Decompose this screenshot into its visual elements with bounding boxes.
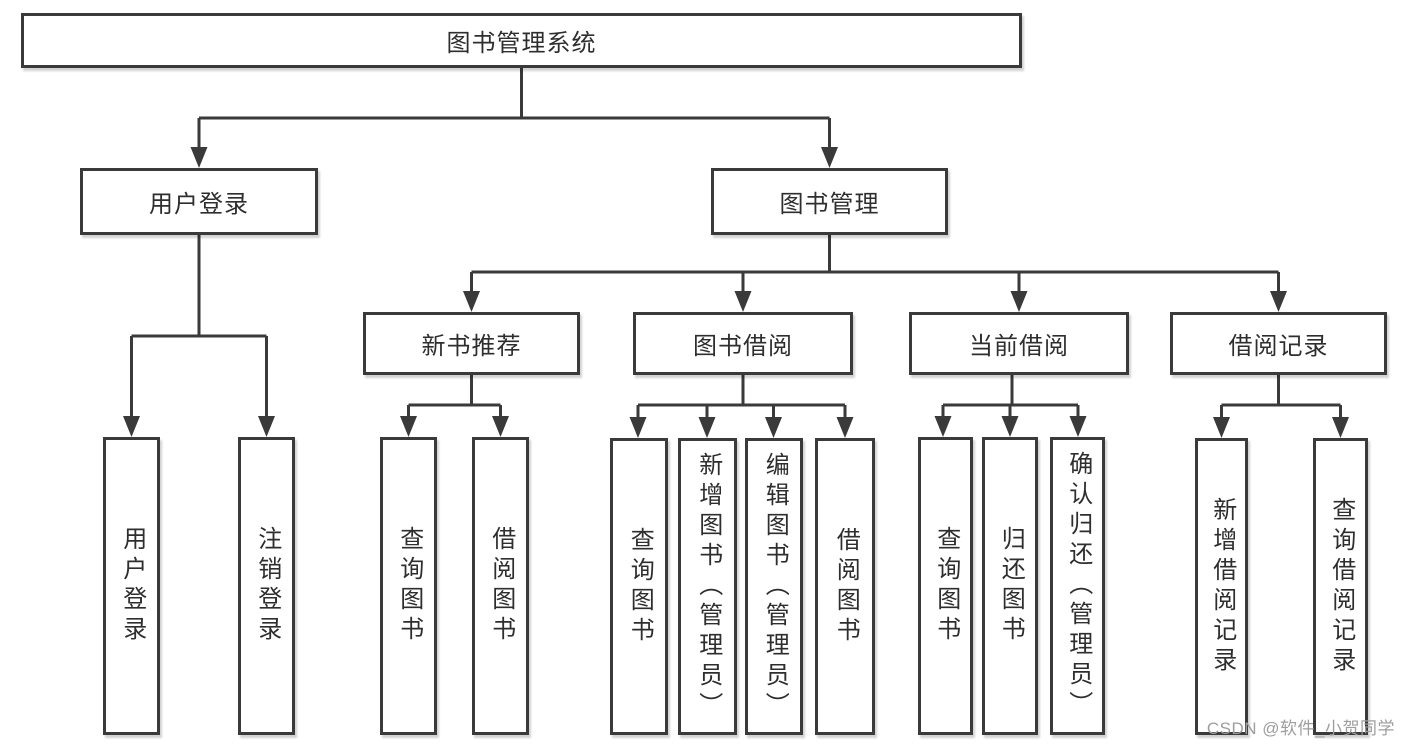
node-current-borrow-label: 当前借阅	[969, 333, 1069, 360]
node-borrow-edit-books-admin: 编辑图书（管理员）	[745, 438, 803, 735]
node-book-borrow: 图书借阅	[633, 312, 853, 375]
node-current-query-books: 查询图书	[918, 437, 973, 735]
node-user-login-action: 用户登录	[103, 437, 160, 735]
node-current-query-books-label: 查询图书	[932, 526, 960, 646]
node-borrow-add-books-admin: 新增图书（管理员）	[678, 438, 737, 735]
node-user-login-action-label: 用户登录	[118, 526, 146, 646]
node-records-query-record: 查询借阅记录	[1313, 438, 1368, 735]
node-newbook-borrow-books-label: 借阅图书	[487, 526, 515, 646]
node-book-management: 图书管理	[711, 168, 948, 235]
node-newbook-query-books: 查询图书	[380, 437, 437, 735]
node-records-add-record: 新增借阅记录	[1195, 438, 1248, 735]
node-root-label: 图书管理系统	[446, 30, 597, 57]
node-borrow-records-label: 借阅记录	[1228, 333, 1329, 360]
node-user-login: 用户登录	[80, 168, 318, 235]
node-borrow-query-books-label: 查询图书	[626, 526, 654, 647]
node-borrow-edit-books-admin-label: 编辑图书（管理员）	[761, 451, 789, 722]
node-borrow-borrow-books: 借阅图书	[815, 438, 875, 735]
node-current-confirm-return-admin-label: 确认归还（管理员）	[1064, 451, 1092, 721]
node-newbook-borrow-books: 借阅图书	[472, 437, 529, 735]
csdn-watermark: CSDN @软件_小贺同学	[1206, 719, 1395, 738]
node-records-query-record-label: 查询借阅记录	[1327, 496, 1355, 677]
node-borrow-borrow-books-label: 借阅图书	[832, 526, 860, 647]
node-borrow-query-books: 查询图书	[610, 438, 668, 735]
connector-paths	[199, 68, 830, 120]
node-newbook-query-books-label: 查询图书	[395, 526, 423, 646]
node-current-return-books-label: 归还图书	[997, 526, 1025, 646]
node-borrow-records: 借阅记录	[1170, 312, 1387, 375]
node-current-return-books: 归还图书	[982, 437, 1038, 735]
node-new-book-recommend: 新书推荐	[363, 312, 580, 375]
node-borrow-add-books-admin-label: 新增图书（管理员）	[694, 451, 722, 722]
node-user-login-label: 用户登录	[149, 191, 249, 218]
node-root: 图书管理系统	[21, 13, 1022, 68]
node-logout-action: 注销登录	[238, 437, 295, 735]
node-records-add-record-label: 新增借阅记录	[1208, 496, 1236, 677]
node-book-borrow-label: 图书借阅	[693, 333, 793, 360]
node-current-borrow: 当前借阅	[909, 312, 1129, 375]
node-logout-action-label: 注销登录	[253, 526, 281, 646]
node-book-management-label: 图书管理	[779, 191, 880, 218]
node-new-book-recommend-label: 新书推荐	[421, 333, 522, 360]
node-current-confirm-return-admin: 确认归还（管理员）	[1050, 437, 1105, 735]
